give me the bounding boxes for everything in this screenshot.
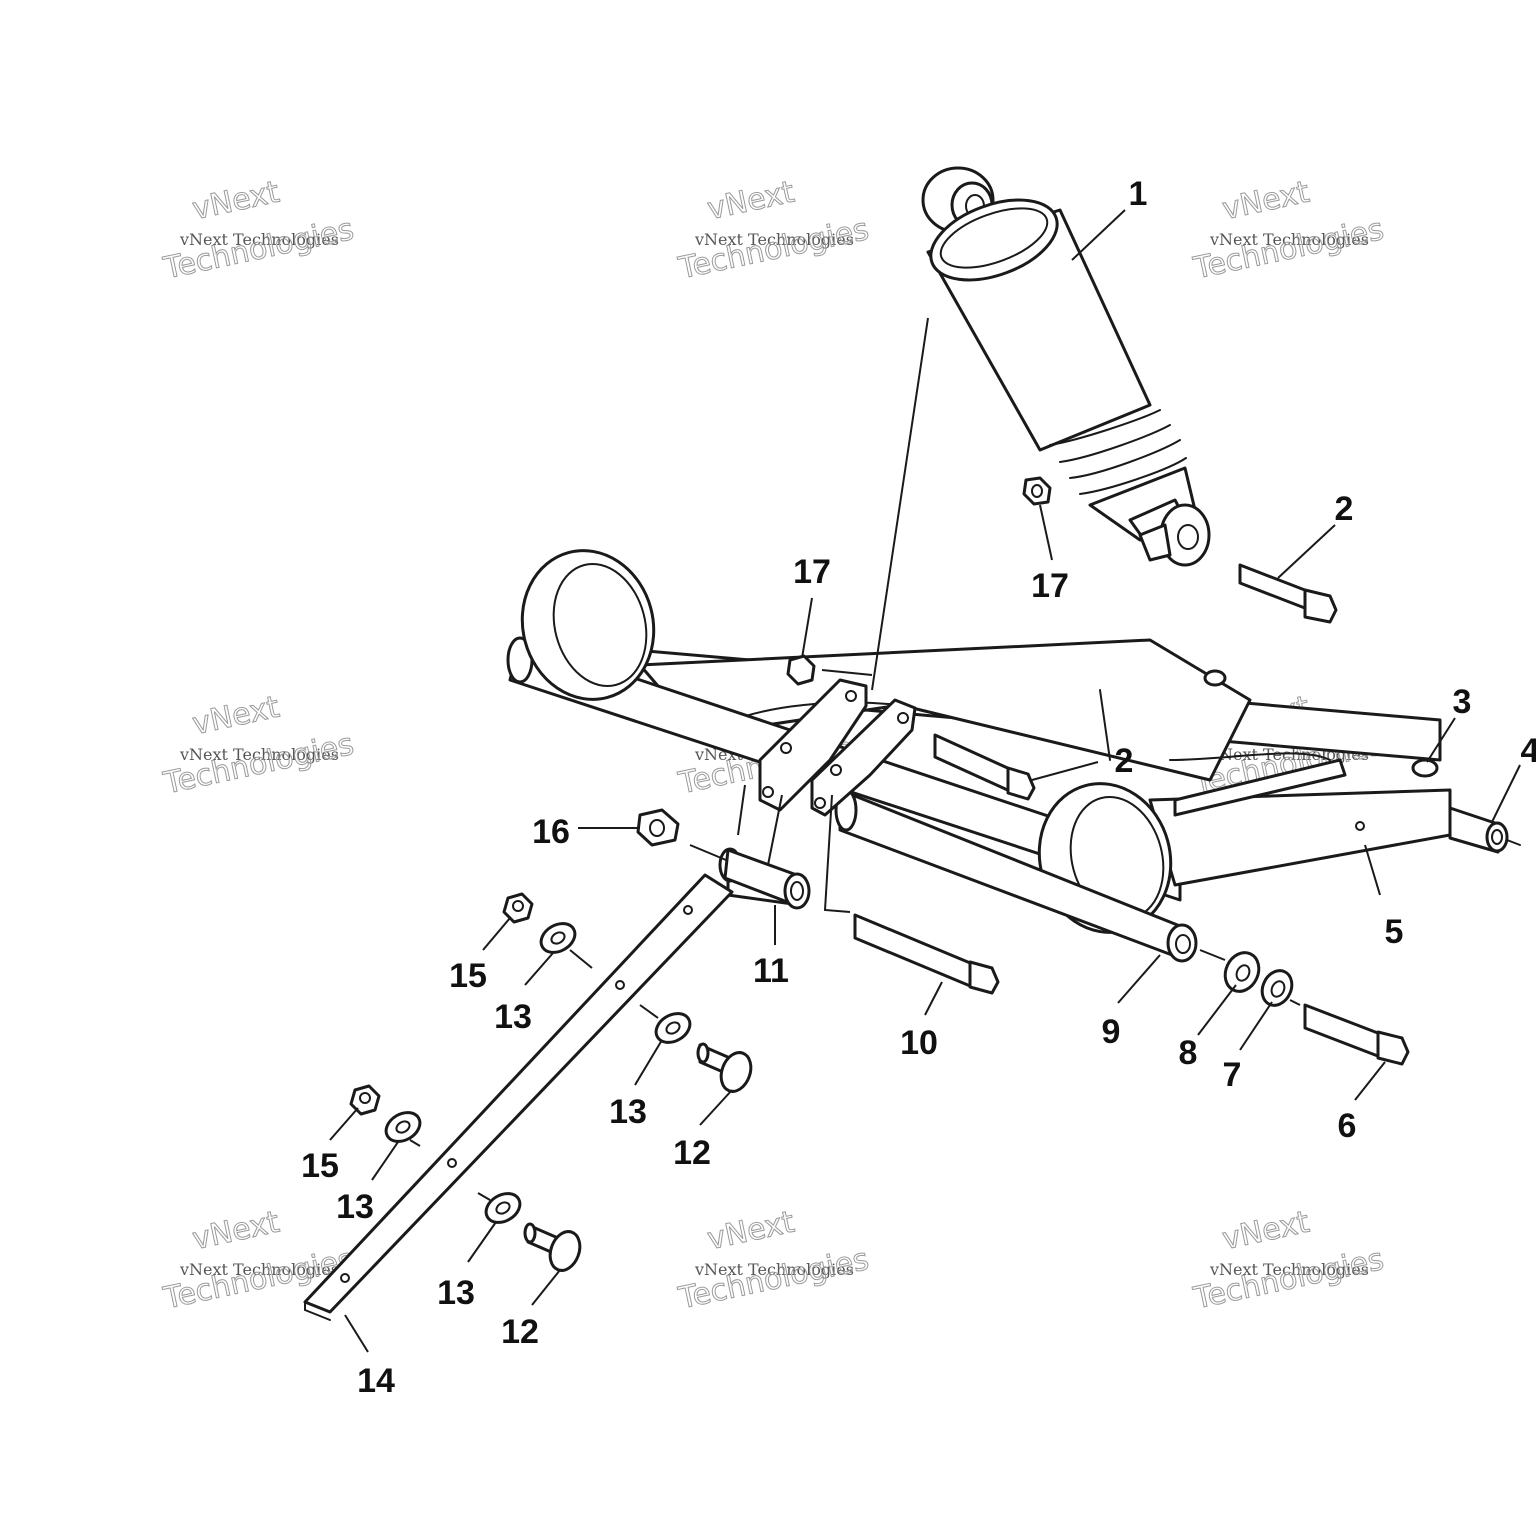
callout-16: 16 xyxy=(532,813,570,851)
callout-2-upper: 2 xyxy=(1335,490,1354,528)
washer-13-a xyxy=(539,922,577,954)
watermark-small: vNext Technologies xyxy=(179,745,339,764)
watermark-bottom: Technologies xyxy=(160,727,357,802)
callout-10: 10 xyxy=(900,1024,938,1062)
swing-arm xyxy=(506,549,1521,963)
callout-leaders xyxy=(329,209,1521,1353)
bolt-6 xyxy=(1303,1003,1410,1066)
watermark: vNext vNext Technologies Technologies xyxy=(1190,174,1388,287)
watermark-top: vNext xyxy=(189,690,282,743)
callout-12-upper: 12 xyxy=(673,1134,711,1172)
watermark-small: vNext Technologies xyxy=(1209,1260,1369,1279)
watermark-small: vNext Technologies xyxy=(179,230,339,249)
watermark-top: vNext xyxy=(189,175,282,228)
nut-15-upper xyxy=(502,892,534,924)
watermark: vNext vNext Technologies Technologies xyxy=(160,174,358,287)
washer-13-d xyxy=(484,1192,522,1224)
callout-13-a: 13 xyxy=(494,998,532,1036)
watermark-small: vNext Technologies xyxy=(694,1260,854,1279)
watermark-bottom: Technologies xyxy=(1190,1242,1387,1317)
washer-8 xyxy=(1223,951,1261,993)
watermark-top: vNext xyxy=(1219,1205,1312,1258)
callout-5: 5 xyxy=(1385,913,1404,951)
watermark-top: vNext xyxy=(704,1205,797,1258)
assembly-lines xyxy=(409,317,1301,1201)
callout-17-right: 17 xyxy=(1031,567,1069,605)
callout-9: 9 xyxy=(1102,1013,1121,1051)
callout-13-c: 13 xyxy=(336,1188,374,1226)
callout-15-upper: 15 xyxy=(449,957,487,995)
rivet-12-upper xyxy=(696,1042,753,1093)
watermark-bottom: Technologies xyxy=(1190,212,1387,287)
watermark-small: vNext Technologies xyxy=(179,1260,339,1279)
mount-plates xyxy=(758,678,917,817)
washer-13-c xyxy=(384,1111,422,1143)
nut-16 xyxy=(636,808,680,847)
watermark-small: vNext Technologies xyxy=(694,230,854,249)
watermark-bottom: Technologies xyxy=(675,1242,872,1317)
callout-6: 6 xyxy=(1338,1107,1357,1145)
callout-1: 1 xyxy=(1129,175,1148,213)
watermark-bottom: Technologies xyxy=(675,212,872,287)
callout-14: 14 xyxy=(357,1362,395,1400)
shock-absorber xyxy=(921,166,1211,567)
callout-11: 11 xyxy=(753,952,789,990)
washer-13-b xyxy=(654,1012,692,1044)
callout-12-lower: 12 xyxy=(501,1313,539,1351)
watermark: vNext vNext Technologies Technologies xyxy=(675,174,873,287)
watermark-bottom: Technologies xyxy=(160,212,357,287)
nut-15-lower xyxy=(349,1084,381,1116)
lock-washer-7 xyxy=(1260,969,1294,1007)
callout-labels: 1 2 2 3 4 5 6 7 8 9 10 11 12 12 13 13 13… xyxy=(301,175,1536,1400)
callout-7: 7 xyxy=(1223,1056,1242,1094)
nut-17-upper xyxy=(1022,476,1052,506)
watermark: vNext vNext Technologies Technologies xyxy=(1190,1204,1388,1317)
callout-8: 8 xyxy=(1179,1034,1198,1072)
spacer-11 xyxy=(718,847,811,910)
nut-17-lower xyxy=(786,654,816,686)
bolt-2-upper xyxy=(1238,563,1338,624)
callout-13-d: 13 xyxy=(437,1274,475,1312)
rivet-12-lower xyxy=(523,1222,582,1272)
watermark: vNext vNext Technologies Technologies xyxy=(160,689,358,802)
callout-3: 3 xyxy=(1453,683,1472,721)
callout-13-b: 13 xyxy=(609,1093,647,1131)
callout-17-left: 17 xyxy=(793,553,831,591)
watermark-top: vNext xyxy=(189,1205,282,1258)
callout-15-lower: 15 xyxy=(301,1147,339,1185)
watermark-top: vNext xyxy=(704,175,797,228)
callout-2-middle: 2 xyxy=(1115,742,1134,780)
watermark: vNext vNext Technologies Technologies xyxy=(675,1204,873,1317)
slide-strip xyxy=(303,873,734,1321)
watermark-small: vNext Technologies xyxy=(1209,230,1369,249)
watermark-top: vNext xyxy=(1219,175,1312,228)
callout-4: 4 xyxy=(1521,732,1536,770)
bolt-10 xyxy=(853,913,1000,995)
bolt-2-middle xyxy=(933,733,1036,801)
